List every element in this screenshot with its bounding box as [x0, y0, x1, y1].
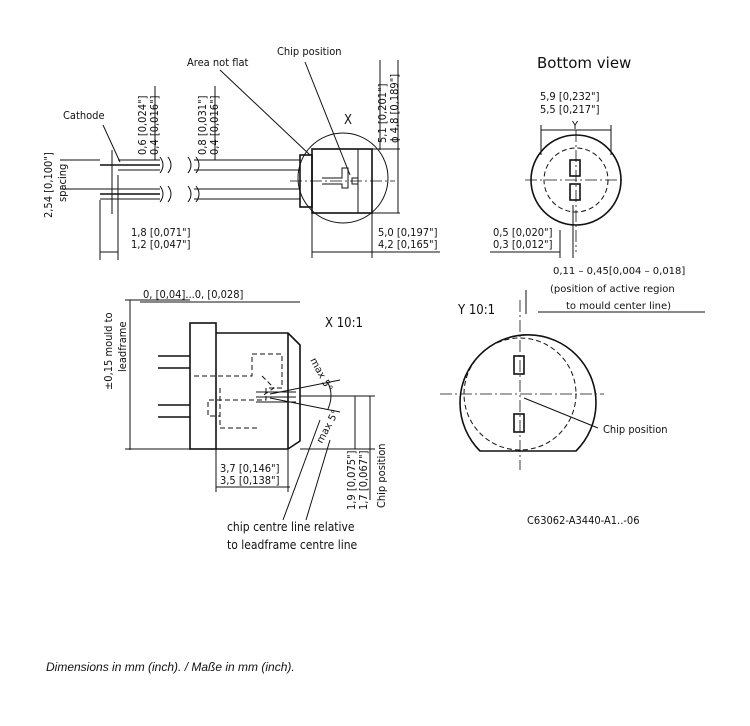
x-marker: X — [344, 113, 352, 128]
lead-b-dim-1: 0,8 [0,031"] — [196, 95, 209, 155]
body-len-dim-2: 4,2 [0,165"] — [378, 238, 438, 251]
y-marker: Y — [571, 119, 579, 132]
detail-chip-dim-2: 1,7 [0,067"] — [357, 450, 370, 510]
spacing-dim: 2,54 [0,100"] — [42, 152, 55, 218]
chip-centre-caption-1: chip centre line relative — [227, 520, 355, 534]
detail-len-dim-1: 3,7 [0,146"] — [220, 462, 280, 475]
bottom-view-title: Bottom view — [537, 54, 631, 72]
detail-top-dim: 0, [0,04]...0, [0,028] — [143, 288, 244, 301]
chip-position-label-top: Chip position — [277, 45, 342, 58]
body-len-dim-1: 5,0 [0,197"] — [378, 226, 438, 239]
detail-len-dim-2: 3,5 [0,138"] — [220, 474, 280, 487]
active-region-line-3: to mould center line) — [566, 301, 671, 312]
mould-to-leadframe-1: ±0,15 mould to — [102, 312, 115, 390]
chip-position-vertical: Chip position — [375, 443, 388, 508]
lead-b-dim-2: 0,4 [0,016"] — [208, 95, 221, 155]
lead-len-dim-2: 1,2 [0,047"] — [131, 238, 191, 251]
spacing-word: spacing — [56, 164, 69, 202]
cathode-label: Cathode — [63, 109, 105, 122]
lead-len-dim-1: 1,8 [0,071"] — [131, 226, 191, 239]
chip-centre-caption-2: to leadframe centre line — [227, 538, 358, 552]
units-note: Dimensions in mm (inch). / Maße in mm (i… — [46, 660, 295, 674]
part-number: C63062-A3440-A1..-06 — [527, 514, 640, 527]
bottom-width-dim-1: 5,9 [0,232"] — [540, 90, 600, 103]
mould-to-leadframe-2: leadframe — [116, 321, 129, 372]
bottom-view — [490, 125, 625, 258]
bottom-offset-dim-1: 0,5 [0,020"] — [493, 226, 553, 239]
bottom-width-dim-2: 5,5 [0,217"] — [540, 103, 600, 116]
side-view — [60, 60, 440, 260]
body-dia-dim-2: ϕ 4,8 [0,189"] — [388, 74, 401, 143]
x-scale-label: X 10:1 — [325, 316, 363, 331]
body-dia-dim-1: 5,1 [0,201"] — [376, 83, 389, 143]
active-region-line-2: (position of active region — [550, 284, 675, 295]
detail-y — [440, 290, 705, 470]
lead-a-dim-2: 0,4 [0,016"] — [148, 95, 161, 155]
y-scale-label: Y 10:1 — [457, 303, 495, 318]
area-not-flat-label: Area not flat — [187, 56, 249, 69]
max-5-label-a: max 5° — [307, 356, 334, 393]
max-5-label-b: max 5° — [315, 408, 342, 445]
detail-x — [125, 299, 375, 521]
active-region-line-1: 0,11 – 0,45[0,004 – 0,018] — [553, 266, 685, 277]
detail-chip-dim-1: 1,9 [0,075"] — [345, 450, 358, 510]
bottom-offset-dim-2: 0,3 [0,012"] — [493, 238, 553, 251]
lead-a-dim-1: 0,6 [0,024"] — [136, 95, 149, 155]
chip-position-label-right: Chip position — [603, 423, 668, 436]
